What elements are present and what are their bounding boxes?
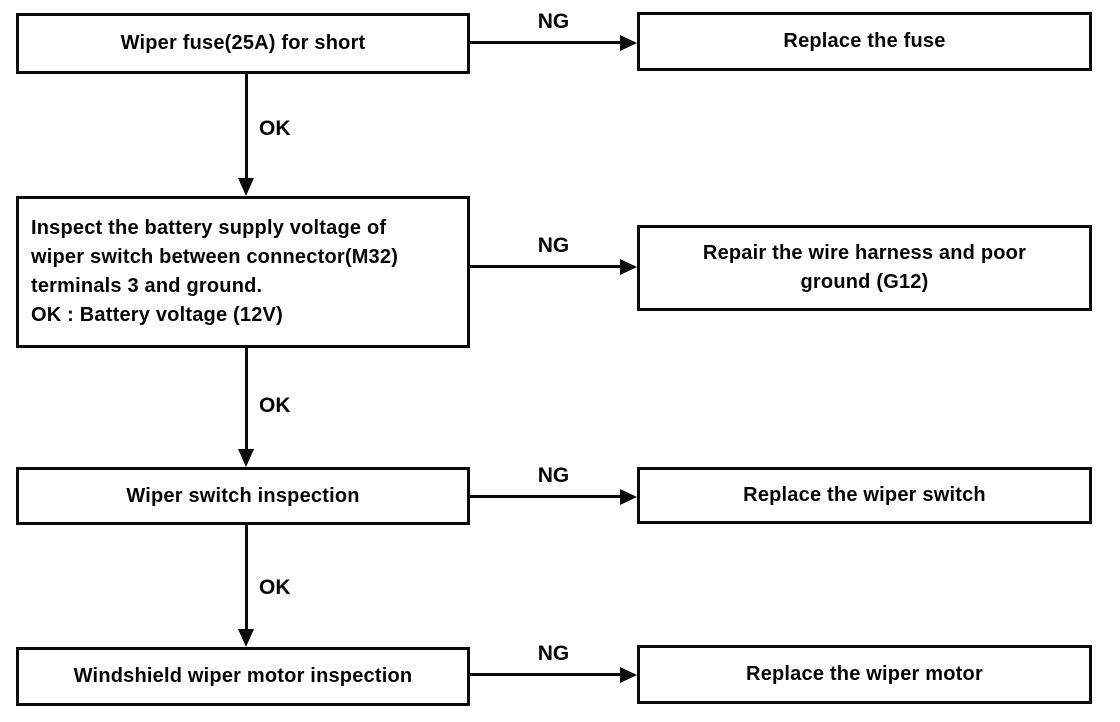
arrow-shaft xyxy=(470,673,622,676)
result-box-label: Replace the wiper motor xyxy=(746,663,983,685)
step-box-battery-voltage: Inspect the battery supply voltage of wi… xyxy=(16,196,470,348)
arrow-shaft xyxy=(245,525,248,630)
arrowhead-right-icon xyxy=(620,259,637,275)
result-box-replace-fuse: Replace the fuse xyxy=(637,12,1092,71)
arrowhead-right-icon xyxy=(620,667,637,683)
arrow-shaft xyxy=(470,265,622,268)
arrowhead-right-icon xyxy=(620,35,637,51)
step-box-label: Wiper switch inspection xyxy=(126,484,360,507)
arrow-shaft xyxy=(245,348,248,450)
step-box-wiper-fuse: Wiper fuse(25A) for short xyxy=(16,13,470,74)
ok-label-1: OK xyxy=(259,117,291,140)
ng-arrow-3 xyxy=(470,489,637,505)
ng-arrow-2 xyxy=(470,259,637,275)
ok-label-3: OK xyxy=(259,576,291,599)
ng-label-1: NG xyxy=(537,10,570,33)
step-box-label: Windshield wiper motor inspection xyxy=(73,665,413,687)
step-box-wiper-motor: Windshield wiper motor inspection xyxy=(16,647,470,706)
arrow-shaft xyxy=(470,495,622,498)
ok-arrow-3 xyxy=(238,525,255,647)
ok-arrow-2 xyxy=(238,348,255,467)
step-box-label: Inspect the battery supply voltage of wi… xyxy=(31,217,399,326)
ng-label-4: NG xyxy=(537,642,570,665)
arrowhead-down-icon xyxy=(238,449,254,467)
step-box-wiper-switch: Wiper switch inspection xyxy=(16,467,470,525)
arrow-shaft xyxy=(470,41,622,44)
arrow-shaft xyxy=(245,73,248,179)
result-box-replace-motor: Replace the wiper motor xyxy=(637,645,1092,704)
arrowhead-down-icon xyxy=(238,629,254,647)
ok-label-2: OK xyxy=(259,394,291,417)
arrowhead-down-icon xyxy=(238,178,254,196)
result-box-label: Replace the wiper switch xyxy=(743,484,986,506)
result-box-label: Replace the fuse xyxy=(783,30,946,52)
arrowhead-right-icon xyxy=(620,489,637,505)
ok-arrow-1 xyxy=(238,73,255,196)
result-box-label: Repair the wire harness and poor ground … xyxy=(702,242,1027,293)
result-box-replace-switch: Replace the wiper switch xyxy=(637,467,1092,524)
result-box-repair-harness: Repair the wire harness and poor ground … xyxy=(637,225,1092,311)
ng-label-3: NG xyxy=(537,464,570,487)
ng-arrow-4 xyxy=(470,667,637,683)
ng-arrow-1 xyxy=(470,35,637,51)
ng-label-2: NG xyxy=(537,234,570,257)
step-box-label: Wiper fuse(25A) for short xyxy=(120,32,366,54)
